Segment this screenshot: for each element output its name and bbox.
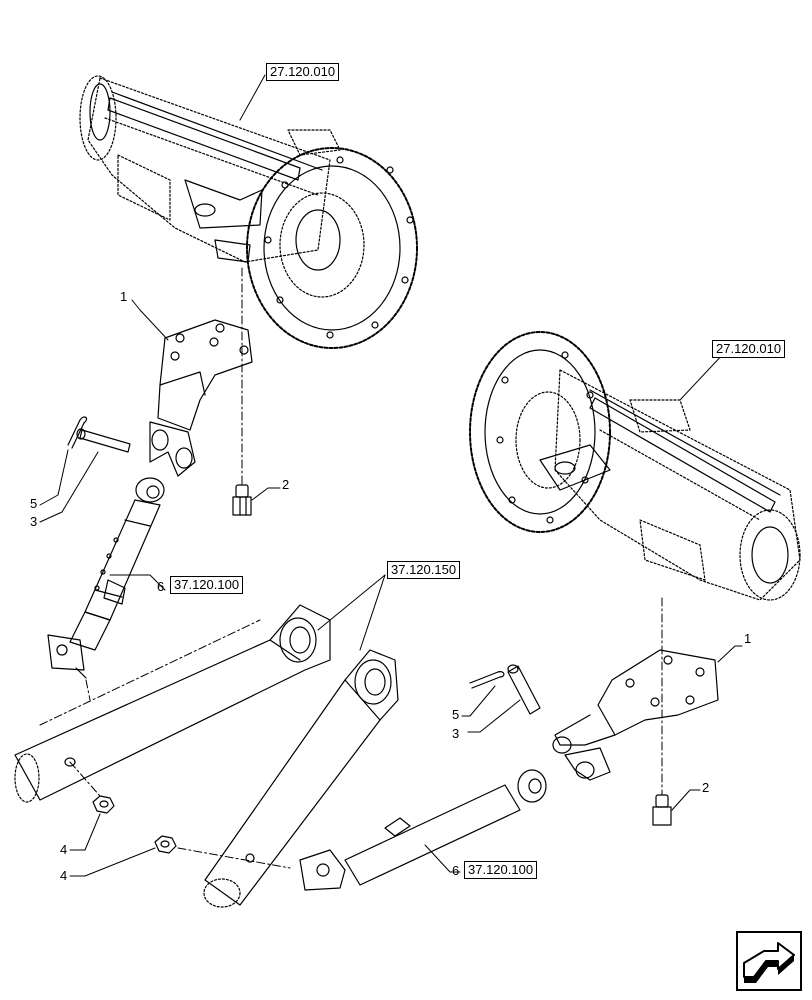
stabilizer-link-right [299, 769, 547, 891]
next-page-arrow-icon [743, 942, 795, 983]
bolt-left [232, 484, 252, 516]
stabilizer-link-left [47, 477, 165, 679]
callout-pin-right: 5 [452, 707, 460, 722]
callout-clip-pin-right: 3 [452, 726, 460, 741]
callout-bolt-right: 2 [702, 780, 710, 795]
callout-link-right: 6 [452, 863, 460, 878]
lift-arm-lower [203, 649, 399, 908]
next-page-button[interactable] [736, 931, 802, 991]
nut-lower [154, 835, 177, 854]
callout-pin-left: 5 [30, 496, 38, 511]
ref-axle-top[interactable]: 27.120.010 [266, 63, 340, 81]
ref-axle-right[interactable]: 27.120.010 [712, 340, 786, 358]
callout-bracket-left: 1 [120, 289, 128, 304]
bracket-left [149, 319, 253, 477]
bracket-right [552, 649, 719, 781]
callout-clip-pin-left: 3 [30, 514, 38, 529]
callout-bracket-right: 1 [744, 631, 752, 646]
callout-link-left: 6 [157, 579, 165, 594]
axle-housing-right [469, 331, 801, 601]
callout-nut-lower: 4 [60, 868, 68, 883]
callout-bolt-left: 2 [282, 477, 290, 492]
ref-lift-arms[interactable]: 37.120.150 [387, 561, 461, 579]
axle-housing-top-left [79, 75, 418, 349]
ref-link-left[interactable]: 37.120.100 [170, 576, 244, 594]
clip-pin-left [67, 416, 88, 449]
clip-pin-right [469, 671, 505, 689]
callout-nut-upper: 4 [60, 842, 68, 857]
pin-right [507, 664, 541, 715]
ref-link-right[interactable]: 37.120.100 [464, 861, 538, 879]
